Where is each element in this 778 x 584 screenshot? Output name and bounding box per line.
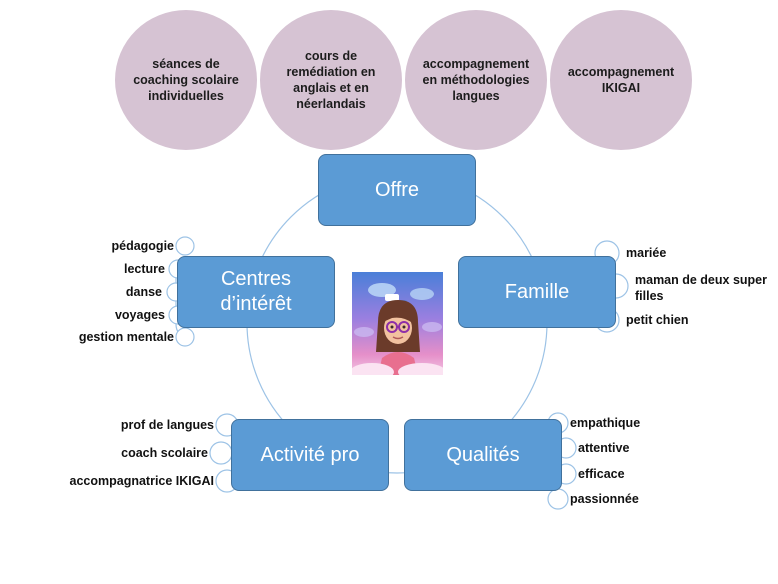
box-famille: Famille (458, 256, 616, 328)
qualites-node (547, 488, 569, 510)
famille-item: petit chien (626, 313, 689, 327)
box-offre: Offre (318, 154, 476, 226)
activite-item: accompagnatrice IKIGAI (69, 474, 215, 488)
centres-node (175, 236, 195, 256)
centres-item: gestion mentale (78, 330, 174, 344)
centres-item: lecture (124, 262, 165, 276)
box-activite-pro: Activité pro (231, 419, 389, 491)
avatar-illustration (352, 272, 443, 375)
famille-item: mariée (626, 246, 667, 260)
qualites-item: efficace (578, 467, 625, 481)
bubble-coaching: séances de coaching scolaire individuell… (114, 9, 258, 151)
bubble-ikigai: accompagnement IKIGAI (549, 9, 693, 151)
box-centres-interet: Centres d’intérêt (177, 256, 335, 328)
activite-item: prof de langues (120, 418, 214, 432)
famille-item: maman de deux super filles (635, 273, 767, 303)
centres-item: danse (125, 285, 162, 299)
activite-connectors (209, 413, 239, 493)
centres-node (175, 327, 195, 347)
activite-node (209, 441, 233, 465)
qualites-item: empathique (570, 416, 641, 430)
qualites-item: attentive (578, 441, 630, 455)
qualites-item: passionnée (570, 492, 639, 506)
bubble-remediation: cours de remédiation en anglais et en né… (259, 9, 403, 151)
centres-item: voyages (114, 308, 165, 322)
bubble-methodologies: accompagnement en méthodologies langues (404, 9, 548, 151)
activite-item: coach scolaire (121, 446, 208, 460)
box-qualites: Qualités (404, 419, 562, 491)
centres-item: pédagogie (111, 239, 174, 253)
